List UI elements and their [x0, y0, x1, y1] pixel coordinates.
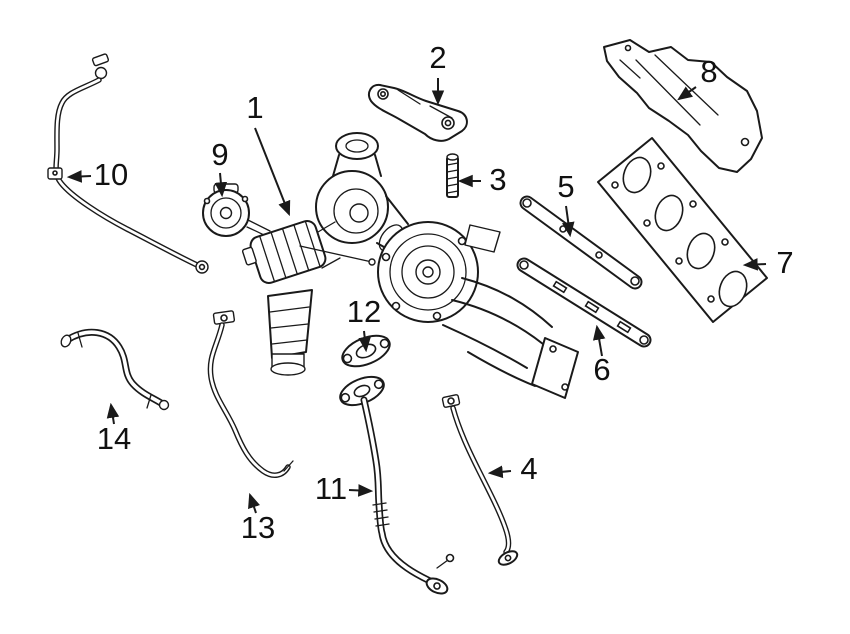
- callout-9-leader: [214, 172, 228, 198]
- callout-6-leader: [592, 324, 606, 357]
- part-11-oil-return-pipe: [339, 375, 455, 595]
- callout-11-leader: [348, 484, 374, 497]
- callout-13-leader: [248, 492, 261, 514]
- part-1-turbocharger: [241, 132, 501, 376]
- callout-13-label: 13: [241, 510, 275, 545]
- part-10-pipe: [47, 53, 209, 274]
- part-4-pipe: [441, 394, 519, 566]
- callout-5-label: 5: [557, 169, 574, 204]
- part-7-manifold-gasket: [597, 137, 768, 323]
- part-8-heat-shield: [603, 39, 763, 173]
- callout-1-label: 1: [246, 90, 263, 125]
- callout-8-leader: [677, 86, 697, 101]
- callout-10-label: 10: [94, 157, 128, 192]
- callout-11-label: 11: [315, 471, 347, 506]
- callout-12-label: 12: [347, 294, 381, 329]
- callout-2-label: 2: [429, 40, 446, 75]
- callout-4-leader: [487, 465, 512, 479]
- callout-labels: 1 2 3 4 5 6 7 8 9 10 11 12 13 14: [94, 40, 794, 545]
- callout-6-label: 6: [593, 352, 610, 387]
- callout-3-label: 3: [489, 162, 506, 197]
- part-9-actuator: [202, 183, 271, 238]
- exhaust-manifold: [442, 277, 579, 399]
- part-12-flange-gasket: [341, 334, 391, 368]
- callout-leaders: [66, 78, 767, 514]
- callout-12-leader: [358, 330, 371, 353]
- part-3-stud: [446, 153, 459, 198]
- callout-1-leader: [254, 127, 291, 217]
- part-2-bracket: [368, 83, 468, 142]
- callout-14-label: 14: [97, 421, 131, 456]
- callout-5-leader: [562, 205, 575, 238]
- callout-7-leader: [742, 258, 767, 271]
- callout-10-leader: [66, 170, 92, 183]
- part-5-gasket: [519, 195, 643, 290]
- part-13-pipe: [207, 310, 294, 478]
- part-14-hose: [60, 328, 170, 411]
- callout-8-label: 8: [700, 54, 717, 89]
- callout-4-label: 4: [520, 451, 537, 486]
- callout-7-label: 7: [776, 245, 793, 280]
- part-6-gasket: [516, 257, 652, 348]
- callout-9-label: 9: [211, 137, 228, 172]
- callout-14-leader: [106, 402, 120, 425]
